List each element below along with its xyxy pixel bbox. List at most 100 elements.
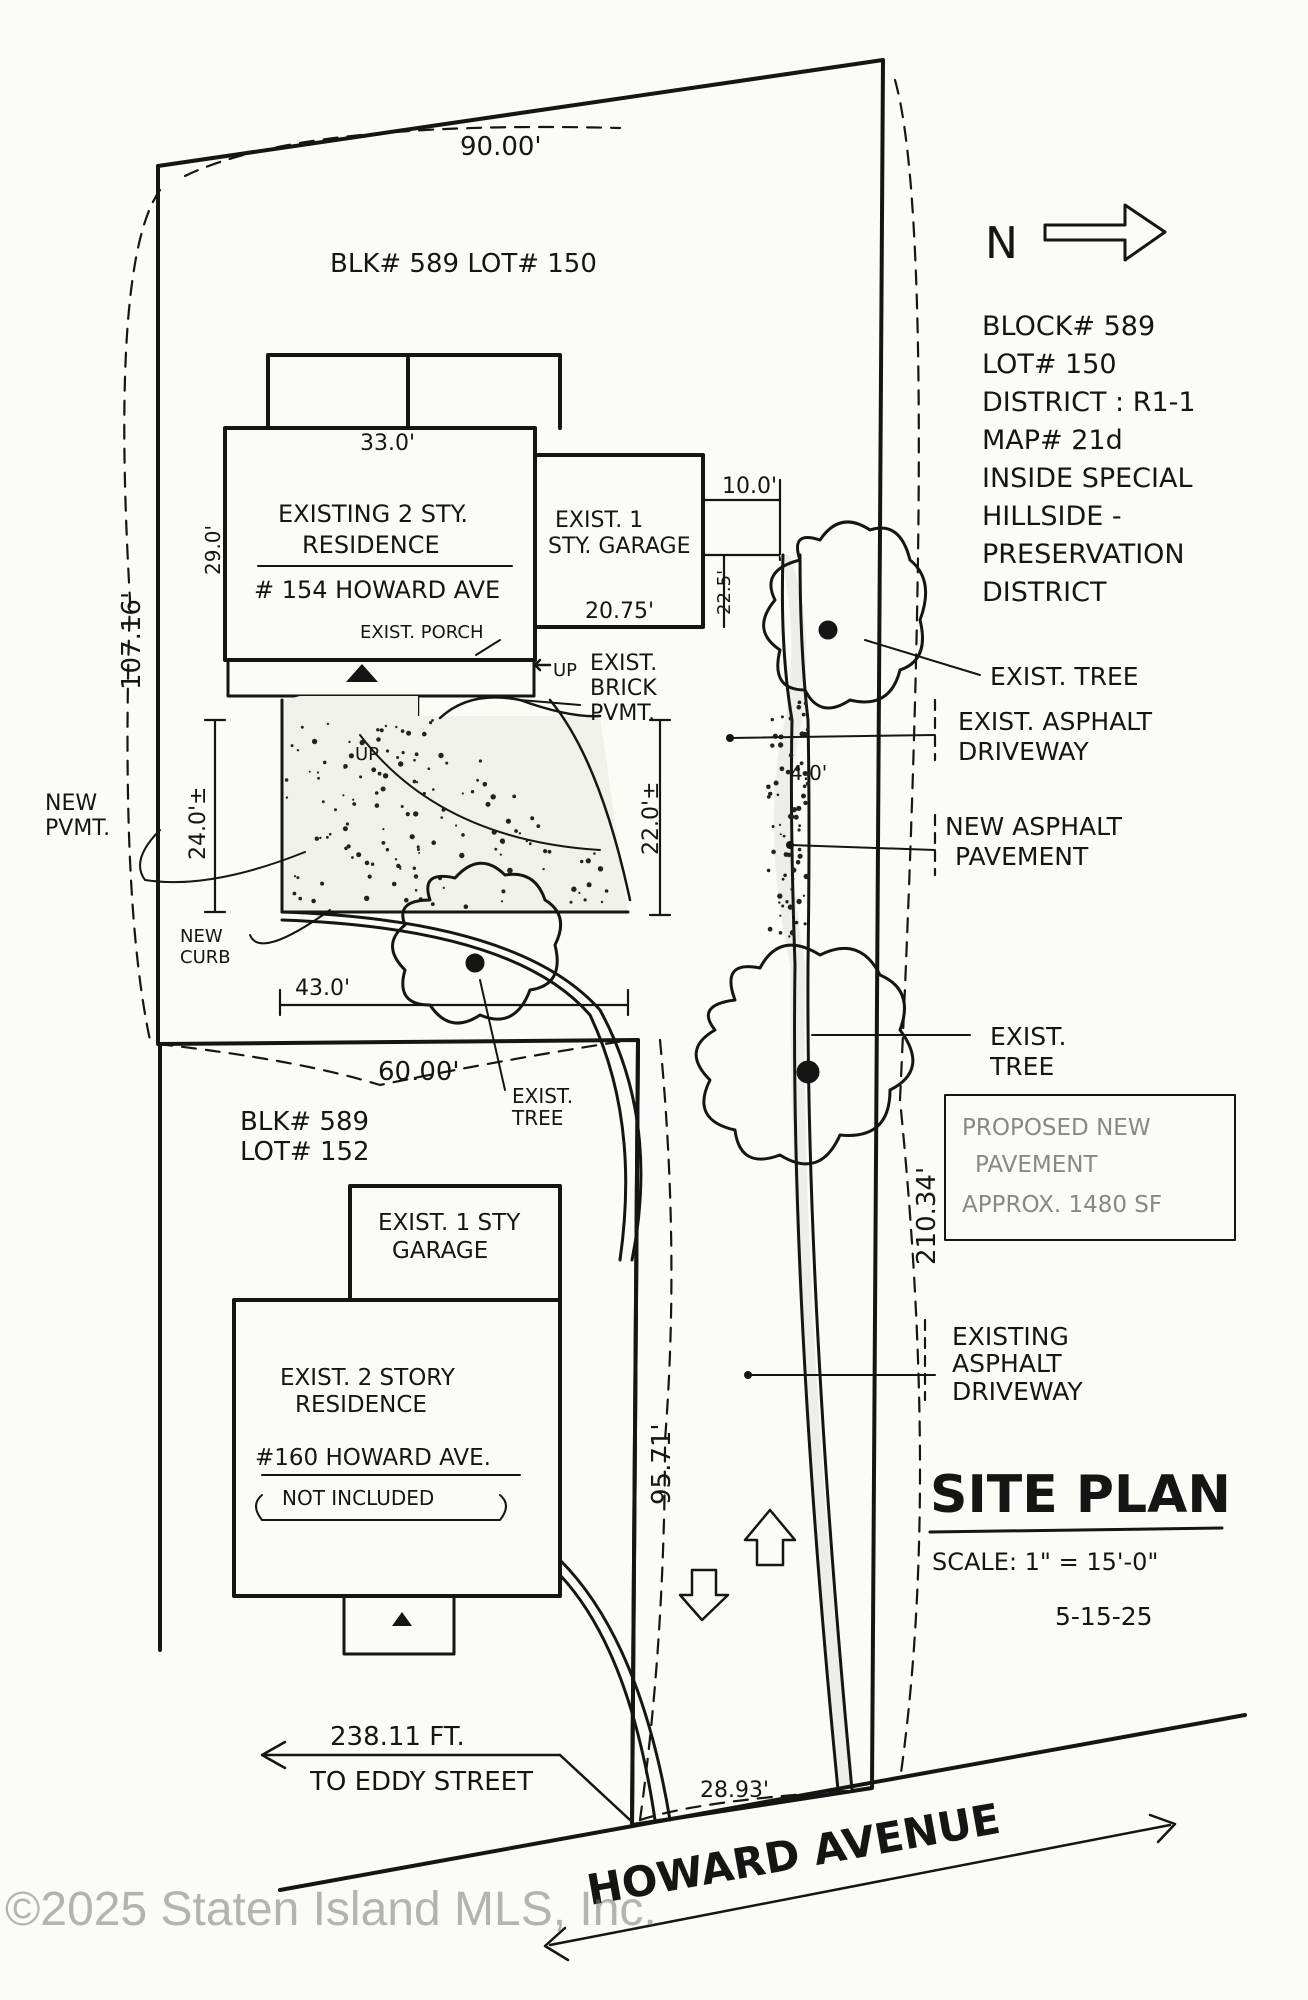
stipple-dot (593, 852, 596, 855)
entry-arrow-icon (346, 664, 378, 682)
stipple-dot (518, 832, 522, 835)
stipple-dot (779, 766, 785, 772)
stipple-dot (512, 794, 517, 799)
stipple-dot (414, 889, 418, 892)
stipple-dot (359, 739, 365, 746)
stipple-dot (805, 781, 810, 786)
stipple-dot (292, 891, 297, 896)
stipple-dot (441, 807, 446, 812)
stipple-dot (417, 848, 420, 851)
stipple-dot (795, 767, 800, 772)
stipple-dot (290, 744, 294, 748)
stipple-dot (802, 731, 808, 738)
stipple-dot (766, 795, 771, 799)
neighbor-block: BLK# 589 (240, 1107, 369, 1137)
asphalt-2-line3: DRIVEWAY (952, 1377, 1083, 1406)
stipple-dot (490, 794, 496, 800)
stipple-dot (371, 767, 377, 773)
stipple-dot (803, 701, 808, 706)
garage-offset-dim: 10.0' (722, 474, 777, 499)
pavement-dimension-lines (203, 718, 672, 1017)
stipple-dot (782, 834, 786, 838)
stipple-dot (404, 897, 409, 903)
stipple-dot (778, 823, 782, 827)
stipple-dot (542, 867, 545, 871)
residence-154-line1: EXISTING 2 STY. (278, 500, 468, 528)
stipple-dot (413, 874, 419, 879)
new-pavement-area (280, 696, 632, 914)
stipple-dot (571, 886, 577, 892)
stipple-dot (796, 898, 802, 905)
stipple-dot (391, 881, 397, 887)
stipple-dot (778, 931, 783, 935)
asphalt-2-line2: ASPHALT (952, 1349, 1062, 1378)
stipple-dot (385, 749, 390, 753)
scale-label: SCALE: 1" = 15'-0" (932, 1548, 1158, 1576)
stipple-dot (343, 765, 347, 769)
garage-dimension-lines (701, 478, 782, 629)
info-line: HILLSIDE - (982, 501, 1122, 532)
stipple-dot (805, 771, 811, 777)
stipple-dot (431, 719, 434, 722)
tree-1 (762, 520, 928, 710)
stipple-dot (359, 775, 363, 779)
stipple-dot (379, 728, 384, 733)
stipple-dot (501, 889, 506, 894)
stipple-dot (351, 856, 354, 859)
stipple-dot (507, 867, 513, 874)
left-depth-dim: 107.16' (117, 592, 147, 690)
stipple-dot (316, 771, 320, 774)
stipple-dot (376, 737, 381, 742)
stipple-dot (547, 849, 552, 854)
stipple-dot (317, 776, 320, 780)
distance-line-2: TO EDDY STREET (309, 1767, 533, 1797)
stipple-dot (578, 891, 581, 895)
stipple-dot (792, 913, 795, 916)
asphalt-1-line2: DRIVEWAY (958, 737, 1089, 766)
stipple-dot (398, 761, 404, 767)
stipple-dot (416, 845, 420, 849)
stipple-dot (583, 898, 587, 902)
stipple-dot (431, 840, 437, 845)
stipple-dot (802, 894, 806, 897)
stipple-dot (382, 828, 385, 831)
stipple-dot (771, 825, 775, 828)
stipple-dot (396, 756, 400, 759)
new-asphalt-line2: PAVEMENT (955, 842, 1089, 871)
stipple-dot (308, 770, 311, 773)
stipple-dot (412, 779, 417, 784)
garage-154-depth-dim: 22.5' (714, 570, 735, 615)
tree-3 (694, 943, 915, 1166)
stipple-dot (797, 847, 802, 852)
stipple-dot (334, 808, 337, 812)
stipple-dot (429, 721, 433, 725)
stipple-dot (780, 715, 784, 719)
info-line: INSIDE SPECIAL (982, 463, 1193, 494)
stipple-dot (300, 725, 304, 729)
stipple-dot (803, 800, 808, 806)
distance-line-1: 238.11 FT. (330, 1722, 465, 1752)
stipple-dot (788, 935, 791, 938)
stipple-dot (352, 802, 357, 806)
stipple-dot (413, 811, 419, 817)
stipple-dot (478, 759, 482, 763)
stipple-dot (788, 716, 793, 721)
stipple-dot (783, 873, 787, 878)
stipple-dot (345, 822, 349, 826)
stipple-dot (285, 796, 289, 799)
stipple-dot (374, 803, 380, 808)
traffic-arrows-icon (678, 1508, 797, 1622)
stipple-dot (298, 896, 303, 901)
info-line: BLOCK# 589 (982, 311, 1155, 342)
leader-dots (726, 734, 794, 1379)
stipple-dot (409, 834, 415, 840)
stipple-dot (406, 730, 412, 736)
stipple-dot (766, 784, 771, 790)
asphalt-2-line1: EXISTING (952, 1322, 1069, 1351)
stipple-dot (785, 900, 789, 904)
front-frontage-dim: 28.93' (700, 1778, 769, 1803)
stipple-dot (482, 781, 488, 787)
stipple-dot (797, 828, 801, 832)
stipple-dot (400, 805, 404, 808)
